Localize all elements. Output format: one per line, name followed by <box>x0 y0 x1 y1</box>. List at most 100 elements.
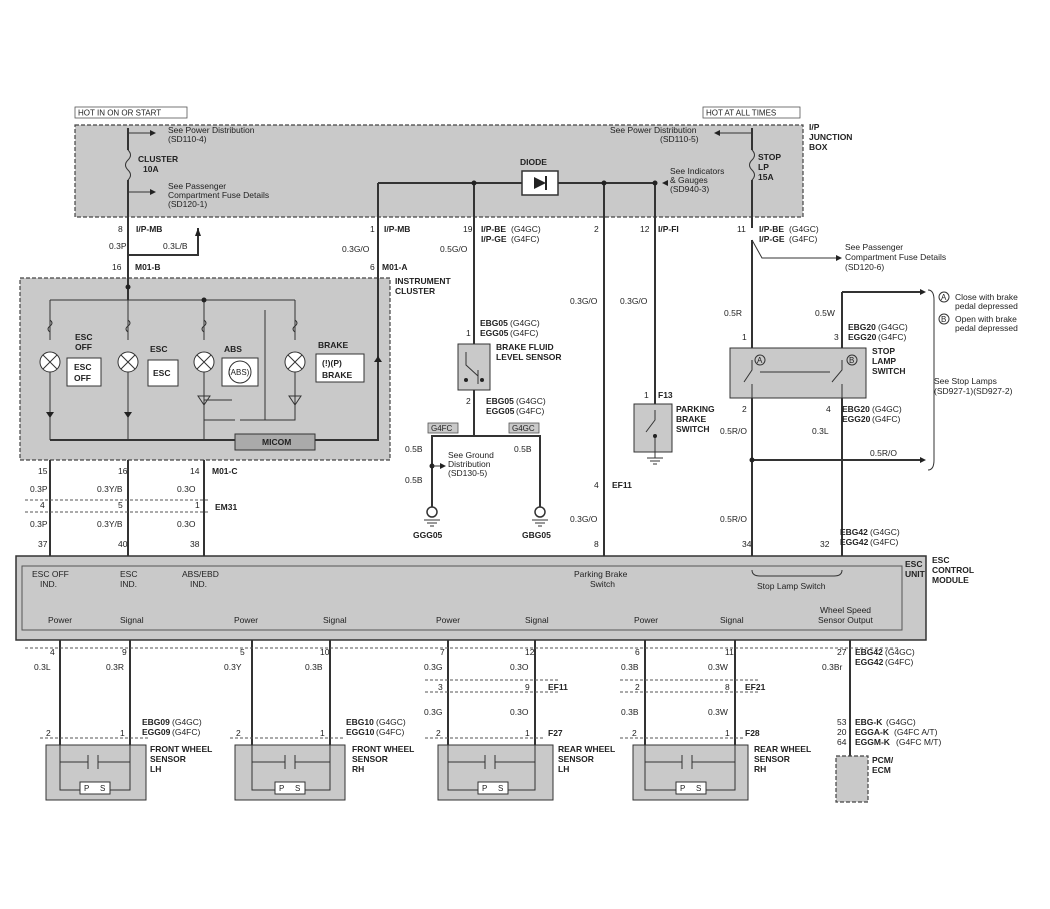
wires-w05go-label: 0.5G/O <box>440 244 468 254</box>
conn-ebg42a-s-label: (G4GC) <box>870 527 900 537</box>
fuse-left-name: CLUSTER <box>138 154 178 164</box>
pins-w1a-label: 1 <box>120 728 125 738</box>
pass-comp-2: Compartment Fuse Details <box>168 190 269 200</box>
pins-c3-label: 3 <box>438 682 443 692</box>
jbox-label-2: JUNCTION <box>809 132 852 142</box>
conn-egg20b-label: EGG20 <box>842 414 871 424</box>
wires-w03go-a-label: 0.3G/O <box>342 244 370 254</box>
components-rl-0-label: REAR WHEEL <box>558 744 615 754</box>
wires-w03yb-c-label: 0.3Y/B <box>97 519 123 529</box>
pins-p14-label: 14 <box>190 466 200 476</box>
pins-w2a-label: 2 <box>46 728 51 738</box>
conn-ipbe-mid-s-label: (G4GC) <box>511 224 541 234</box>
conn-ebgk-s-label: (G4GC) <box>886 717 916 727</box>
pins-w1b-label: 1 <box>320 728 325 738</box>
components-parking-1-label: BRAKE <box>676 414 707 424</box>
conn-ebg05a-label: EBG05 <box>480 318 508 328</box>
cluster-esc-label: ESC <box>150 344 167 354</box>
pd-left-2: (SD110-4) <box>168 134 207 144</box>
conn-ebg10-label: EBG10 <box>346 717 374 727</box>
components-stop-lamps-ref-1-label: (SD927-1)(SD927-2) <box>934 386 1013 396</box>
components-pcm-0-label: PCM/ <box>872 755 894 765</box>
pins-p34-label: 34 <box>742 539 752 549</box>
cluster-esc-off-1-label: OFF <box>75 342 92 352</box>
pd-right-2: (SD110-5) <box>660 134 699 144</box>
pins-u10-label: 10 <box>320 647 330 657</box>
pins-p40-label: 40 <box>118 539 128 549</box>
components-unit-lower-3-label: Signal <box>323 615 347 625</box>
components-unit-lower-9-label: Sensor Output <box>818 615 873 625</box>
pins-p12-label: 12 <box>640 224 650 234</box>
conn-egg09-label: EGG09 <box>142 727 171 737</box>
pins-p4ef-label: 4 <box>594 480 599 490</box>
fuse-right-1: STOP <box>758 152 781 162</box>
conn-ebg05b-label: EBG05 <box>486 396 514 406</box>
conn-f13-label: F13 <box>658 390 673 400</box>
conn-ipfi-label: I/P-FI <box>658 224 679 234</box>
ip-junction-box <box>74 124 804 218</box>
wires-w05b-a-label: 0.5B <box>405 444 423 454</box>
conn-g4gc-label: G4GC <box>512 424 535 433</box>
components-unit-labels-7-label: Switch <box>590 579 615 589</box>
pins-p6-label: 6 <box>370 262 375 272</box>
components-note-b-1-label: pedal depressed <box>955 323 1018 333</box>
pins-k53-label: 53 <box>837 717 847 727</box>
wires-u03r-label: 0.3R <box>106 662 124 672</box>
pins-p32-label: 32 <box>820 539 830 549</box>
wires-w03p-c-label: 0.3P <box>30 519 48 529</box>
front-wheel-sensor-lh <box>45 744 147 801</box>
components-note-b-0-label: Open with brake <box>955 314 1017 324</box>
pins-w2d-label: 2 <box>632 728 637 738</box>
components-gnd1-label: GGG05 <box>413 530 443 540</box>
wires-w03l-label: 0.3L <box>812 426 829 436</box>
conn-egg05a-s-label: (G4FC) <box>510 328 539 338</box>
pins-sl1-label: 1 <box>742 332 747 342</box>
wires-w03go-b-label: 0.3G/O <box>570 296 598 306</box>
components-ground-dist-1-label: Distribution <box>448 459 491 469</box>
brake-fluid-sensor <box>457 343 491 391</box>
components-ps-4-label: P <box>482 784 487 793</box>
conn-g4fc-label: G4FC <box>431 424 453 433</box>
conn-eggmk-s-label: (G4FC M/T) <box>896 737 941 747</box>
pins-k20-label: 20 <box>837 727 847 737</box>
pins-p16-label: 16 <box>112 262 122 272</box>
conn-ipmb-mid-label: I/P-MB <box>384 224 410 234</box>
components-ps-6-label: P <box>680 784 685 793</box>
wires-u03br-label: 0.3Br <box>822 662 842 672</box>
pins-w2b-label: 2 <box>236 728 241 738</box>
conn-ipge-right-s-label: (G4FC) <box>789 234 818 244</box>
wires-w05ro-b-label: 0.5R/O <box>870 448 897 458</box>
components-ps-3-label: S <box>295 784 300 793</box>
pins-p2-label: 2 <box>594 224 599 234</box>
components-fl-0-label: FRONT WHEEL <box>150 744 212 754</box>
wires-u03b3-label: 0.3B <box>621 707 639 717</box>
wires-w03p-label: 0.3P <box>109 241 127 251</box>
pins-u4-label: 4 <box>50 647 55 657</box>
fuse-right-3: 15A <box>758 172 774 182</box>
components-unit-lower-7-label: Signal <box>720 615 744 625</box>
fuse-left-rating: 10A <box>143 164 159 174</box>
front-wheel-sensor-rh <box>234 744 346 801</box>
conn-egg20b-s-label: (G4FC) <box>872 414 901 424</box>
components-gnd2-label: GBG05 <box>522 530 551 540</box>
cluster-title-0-label: INSTRUMENT <box>395 276 452 286</box>
components-unit-labels-4-label: ABS/EBD <box>182 569 219 579</box>
components-ps-5-label: S <box>498 784 503 793</box>
wires-w05b-b-label: 0.5B <box>405 475 423 485</box>
pins-sl4-label: 4 <box>826 404 831 414</box>
conn-ipmb-left-label: I/P-MB <box>136 224 162 234</box>
components-unit-lower-5-label: Signal <box>525 615 549 625</box>
pins-u7-label: 7 <box>440 647 445 657</box>
wires-w03go-d-label: 0.3G/O <box>570 514 598 524</box>
pins-u12-label: 12 <box>525 647 535 657</box>
pins-p8-label: 8 <box>118 224 123 234</box>
wires-w03yb-label: 0.3Y/B <box>97 484 123 494</box>
conn-egg42a-label: EGG42 <box>840 537 869 547</box>
wires-u03y-label: 0.3Y <box>224 662 242 672</box>
components-esc-module-1-label: CONTROL <box>932 565 974 575</box>
hot-all-label: HOT AT ALL TIMES <box>706 109 776 118</box>
components-stop-lamp-2-label: SWITCH <box>872 366 906 376</box>
pins-sl3-label: 3 <box>834 332 839 342</box>
components-fr-1-label: SENSOR <box>352 754 388 764</box>
components-fr-0-label: FRONT WHEEL <box>352 744 414 754</box>
